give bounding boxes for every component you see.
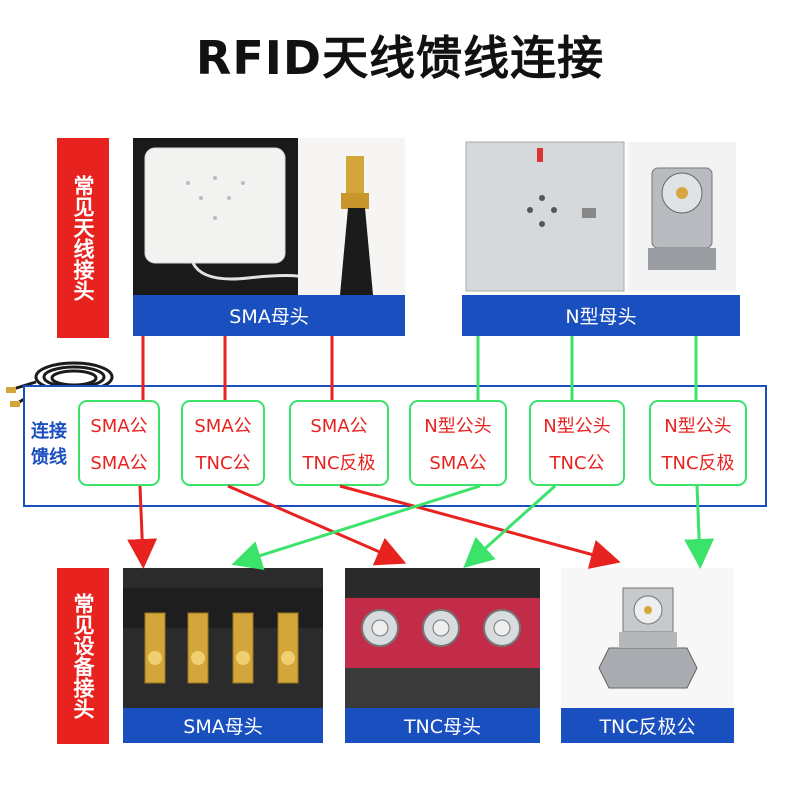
- cable-end-a: N型公头: [664, 415, 732, 437]
- sma-device-photo: [123, 568, 323, 710]
- green-arrow-tnc: [463, 484, 556, 568]
- cable-end-b: TNC反极: [302, 452, 376, 474]
- cable-end-a: SMA公: [90, 415, 148, 437]
- cable-end-a: SMA公: [194, 415, 252, 437]
- cable-n-tnc: N型公头 TNC公: [529, 400, 625, 486]
- cable-sma-sma: SMA公 SMA公: [78, 400, 160, 486]
- cable-end-b: TNC公: [195, 452, 251, 474]
- red-arrow-sma: [127, 485, 158, 569]
- cable-n-rp-tnc: N型公头 TNC反极: [649, 400, 747, 486]
- tnc-device-photo: [345, 568, 540, 710]
- red-arrow-rp-tnc: [339, 484, 621, 569]
- sma-female-caption-top: SMA母头: [133, 295, 405, 336]
- cable-sma-tnc: SMA公 TNC公: [181, 400, 265, 486]
- page-title: RFID天线馈线连接: [195, 31, 605, 85]
- cable-end-a: SMA公: [310, 415, 368, 437]
- cable-sma-rp-tnc: SMA公 TNC反极: [289, 400, 389, 486]
- cable-end-a: N型公头: [543, 415, 611, 437]
- antenna-connector-label: 常见天线接头: [57, 138, 109, 338]
- cable-end-b: SMA公: [429, 452, 487, 474]
- cable-end-a: N型公头: [424, 415, 492, 437]
- red-arrow-tnc: [227, 484, 407, 566]
- sma-female-caption-bottom: SMA母头: [123, 708, 323, 743]
- cable-n-sma: N型公头 SMA公: [409, 400, 507, 486]
- green-arrow-sma: [231, 484, 481, 570]
- rp-tnc-device-photo: [561, 568, 734, 710]
- green-arrow-rp-tnc: [684, 485, 715, 569]
- cable-section-label: 连接馈线: [31, 421, 67, 468]
- sma-antenna-photo: [133, 138, 405, 295]
- cable-end-b: TNC公: [549, 452, 605, 474]
- n-antenna-photo: [462, 138, 740, 295]
- cable-end-b: SMA公: [90, 452, 148, 474]
- device-connector-label: 常见设备接头: [57, 568, 109, 744]
- rp-tnc-male-caption: TNC反极公: [561, 708, 734, 743]
- tnc-female-caption: TNC母头: [345, 708, 540, 743]
- cable-end-b: TNC反极: [661, 452, 735, 474]
- n-female-caption-top: N型母头: [462, 295, 740, 336]
